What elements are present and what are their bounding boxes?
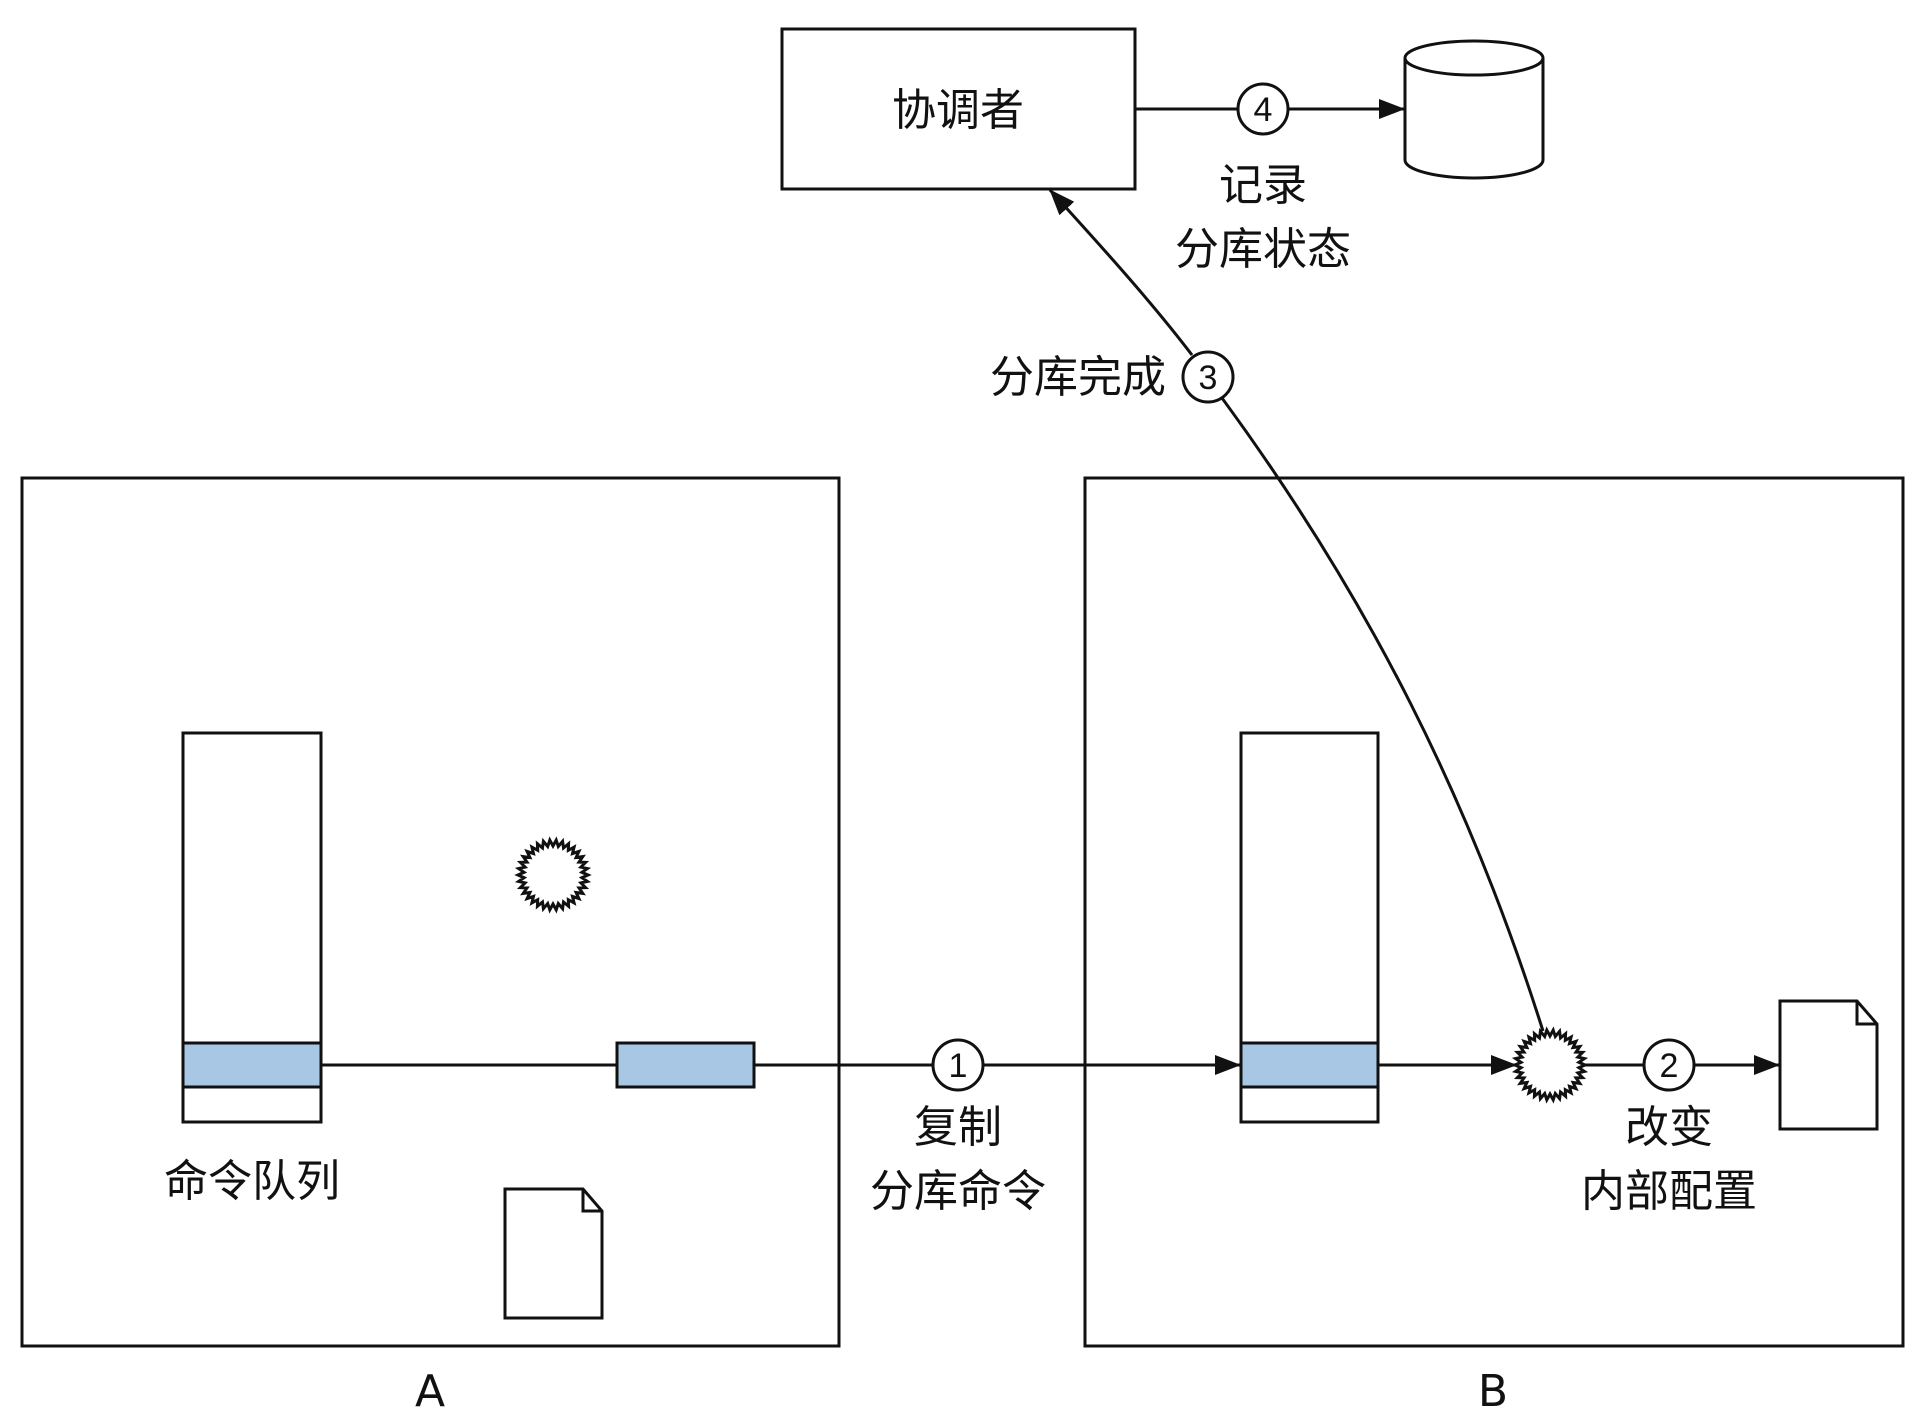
- node-a-label: A: [415, 1366, 445, 1414]
- node-b[interactable]: B: [1083, 476, 1905, 1414]
- step-2-badge: [1642, 1038, 1696, 1092]
- node-a-queue-item: [181, 1041, 323, 1089]
- step-1-label-line-1: 复制: [914, 1102, 1002, 1153]
- coordinator-box[interactable]: [780, 27, 1137, 191]
- step-4-label-line-2: 分库状态: [1175, 224, 1351, 275]
- step-1-badge: [931, 1038, 985, 1092]
- step-1-edge: 1 复制 分库命令: [321, 1038, 1241, 1217]
- node-b-queue-item: [1239, 1041, 1380, 1089]
- step-3-edge: 3 分库完成: [990, 188, 1545, 1032]
- node-b-process-icon: [1511, 1026, 1589, 1104]
- step-4-number: 4: [1254, 91, 1273, 129]
- coordinator-node[interactable]: 协调者: [780, 27, 1137, 191]
- node-b-label: B: [1478, 1366, 1508, 1414]
- in-flight-command: [615, 1041, 756, 1089]
- database-icon: [1403, 39, 1545, 180]
- step-1-number: 1: [949, 1047, 968, 1085]
- node-a-queue-label: 命令队列: [164, 1156, 340, 1207]
- step-1-label-line-2: 分库命令: [870, 1166, 1046, 1217]
- node-b-box[interactable]: [1083, 476, 1905, 1348]
- node-b-document-icon: [1778, 999, 1879, 1131]
- step-3-badge: [1181, 350, 1235, 404]
- step-4-label-line-1: 记录: [1219, 160, 1307, 211]
- step-3-label: 分库完成: [990, 352, 1166, 403]
- node-a-process-icon: [514, 836, 592, 914]
- step-4-badge: [1236, 82, 1290, 136]
- coordinator-label: 协调者: [892, 85, 1024, 136]
- node-a-document-icon: [503, 1187, 604, 1320]
- node-a[interactable]: 命令队列 A: [20, 476, 841, 1414]
- step-2-number: 2: [1660, 1047, 1679, 1085]
- node-a-box[interactable]: [20, 476, 841, 1348]
- step-3-number: 3: [1199, 359, 1218, 397]
- step-2-label-line-1: 改变: [1625, 1102, 1713, 1153]
- step-4-edge: 4 记录 分库状态: [1135, 82, 1405, 275]
- step-2-edge: 2 改变 内部配置: [1581, 1038, 1780, 1217]
- step-2-label-line-2: 内部配置: [1581, 1166, 1757, 1217]
